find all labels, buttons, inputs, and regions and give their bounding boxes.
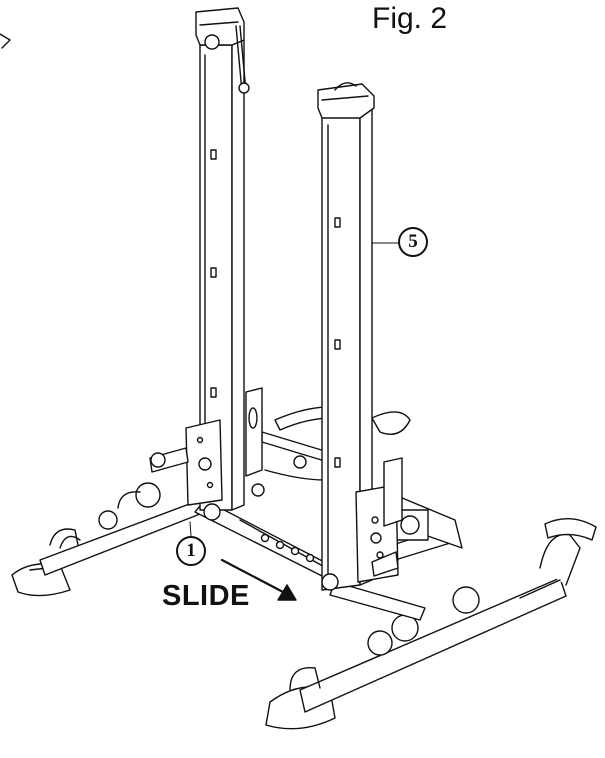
callout-1-leader (189, 521, 192, 537)
slide-arrow (220, 558, 297, 601)
front-base-rail (265, 518, 597, 730)
right-column (317, 82, 403, 591)
edge-fragment (0, 33, 11, 49)
callout-1: 1 (176, 536, 206, 566)
left-column (149, 7, 265, 521)
callout-5: 5 (398, 227, 428, 257)
slide-label: SLIDE (162, 580, 250, 612)
figure-title: Fig. 2 (372, 2, 448, 35)
rear-left-foot (11, 482, 206, 597)
